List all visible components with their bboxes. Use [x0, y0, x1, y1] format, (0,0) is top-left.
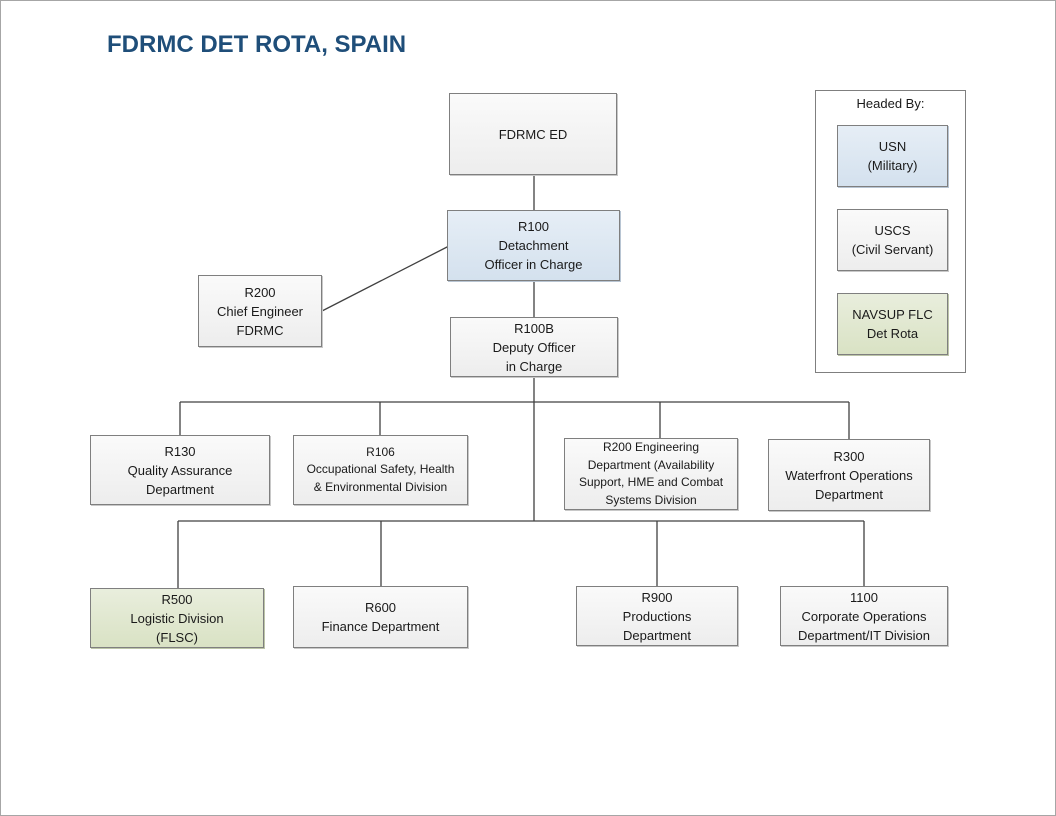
box-r200-eng-line: R200 Engineering: [602, 440, 700, 454]
box-r300[interactable]: R300 Waterfront Operations Department: [768, 439, 930, 511]
box-r200-engineering[interactable]: R200 Engineering Department (Availabilit…: [564, 438, 738, 510]
box-fdrmc-ed[interactable]: FDRMC ED: [449, 93, 617, 175]
box-r600-code: R600: [364, 600, 397, 615]
box-r200-chief-code: R200: [244, 284, 276, 300]
box-r130-line: Quality Assurance: [127, 462, 233, 478]
box-r100b-line: in Charge: [505, 358, 563, 374]
box-r200-eng-line: Department (Availability: [587, 457, 715, 472]
box-r130[interactable]: R130 Quality Assurance Department: [90, 435, 270, 505]
box-r200-chief-line: Chief Engineer: [217, 303, 303, 319]
box-r106-line: Occupational Safety, Health: [306, 462, 455, 477]
box-r500-line: (FLSC): [156, 629, 198, 645]
legend-uscs: USCS (Civil Servant): [837, 209, 948, 271]
legend-usn-line: USN: [878, 139, 907, 154]
box-r130-code: R130: [164, 443, 196, 459]
box-r106[interactable]: R106 Occupational Safety, Health & Envir…: [293, 435, 468, 505]
box-r600[interactable]: R600 Finance Department: [293, 586, 468, 648]
legend-usn-line: (Military): [867, 158, 918, 173]
legend-navsup-line: NAVSUP FLC: [852, 307, 933, 322]
box-r900[interactable]: R900 Productions Department: [576, 586, 738, 646]
box-r100b-code: R100B: [514, 320, 554, 336]
legend-title: Headed By:: [856, 96, 925, 111]
box-r106-line: & Environmental Division: [313, 479, 448, 494]
box-r300-line: Department: [815, 486, 883, 502]
box-r200-eng-line: Support, HME and Combat: [578, 475, 724, 489]
legend-usn: USN (Military): [837, 125, 948, 187]
legend-navsup-line: Det Rota: [866, 326, 919, 341]
box-r100-code: R100: [517, 219, 550, 234]
box-1100-line: Corporate Operations: [801, 608, 927, 624]
connector-r100-r200-chief: [321, 245, 450, 312]
box-r100[interactable]: R100 Detachment Officer in Charge: [447, 210, 620, 281]
box-r130-line: Department: [146, 481, 214, 497]
box-r200-chief-engineer[interactable]: R200 Chief Engineer FDRMC: [198, 275, 322, 347]
box-r900-line: Productions: [622, 608, 692, 624]
box-1100[interactable]: 1100 Corporate Operations Department/IT …: [780, 586, 948, 646]
chart-title: FDRMC DET ROTA, SPAIN: [107, 31, 407, 58]
box-r500[interactable]: R500 Logistic Division (FLSC): [90, 588, 264, 648]
box-r100-line: Officer in Charge: [484, 257, 583, 272]
legend-uscs-line: (Civil Servant): [851, 242, 934, 257]
box-r200-eng-line: Systems Division: [605, 492, 697, 507]
box-fdrmc-ed-line: FDRMC ED: [498, 126, 568, 142]
box-r100b-line: Deputy Officer: [492, 339, 576, 355]
box-r106-code: R106: [366, 444, 395, 459]
box-r900-code: R900: [641, 589, 673, 605]
box-r300-code: R300: [833, 448, 865, 464]
box-r500-code: R500: [161, 591, 193, 607]
box-r500-line: Logistic Division: [130, 610, 224, 626]
box-1100-line: Department/IT Division: [798, 627, 930, 643]
legend-navsup: NAVSUP FLC Det Rota: [837, 293, 948, 355]
box-r300-line: Waterfront Operations: [785, 467, 913, 483]
box-r200-chief-line: FDRMC: [236, 322, 284, 338]
box-r100b[interactable]: R100B Deputy Officer in Charge: [450, 317, 618, 377]
box-r100-line: Detachment: [498, 238, 569, 253]
legend-uscs-line: USCS: [874, 223, 911, 238]
box-r900-line: Department: [623, 627, 691, 643]
box-1100-code: 1100: [850, 589, 878, 605]
box-r600-line: Finance Department: [321, 619, 440, 634]
